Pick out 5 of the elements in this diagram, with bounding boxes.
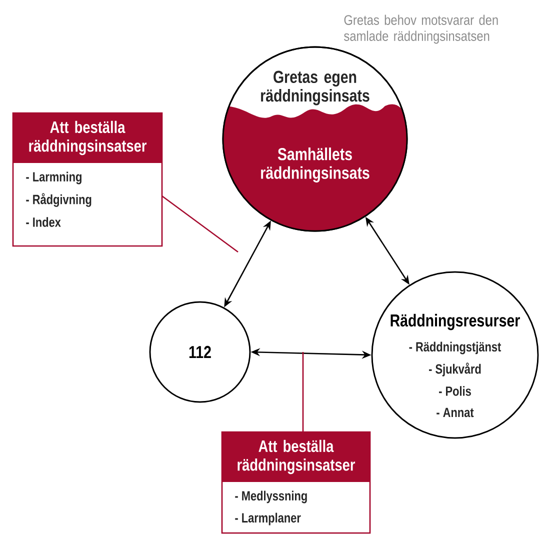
list-box: Att beställa räddningsinsatser - Medlyssning - Larmplaner: [221, 431, 371, 534]
leader-line: [162, 195, 238, 253]
note-text: Gretas behov motsvarar den samlade räddningsinsatsen: [344, 14, 498, 44]
leader-line: [302, 352, 304, 432]
list-box: Att beställa räddningsinsatser - Larmning - Rådgivning - Index: [12, 112, 163, 247]
